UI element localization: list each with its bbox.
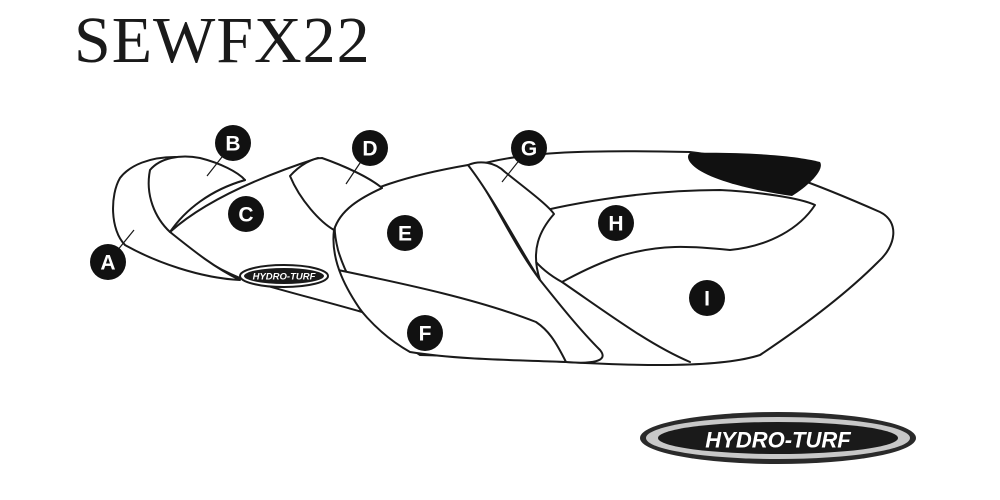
label-badge-b: B xyxy=(215,125,251,161)
svg-text:A: A xyxy=(100,252,115,275)
label-badge-f: F xyxy=(407,315,443,351)
svg-text:C: C xyxy=(238,204,253,227)
page-title: SEWFX22 xyxy=(74,4,371,77)
label-badge-g: G xyxy=(511,130,547,166)
label-badge-c: C xyxy=(228,196,264,232)
brand-logo: HYDRO-TURF xyxy=(640,412,916,464)
label-badge-a: A xyxy=(90,244,126,280)
svg-text:B: B xyxy=(225,133,240,156)
svg-text:I: I xyxy=(704,288,710,311)
svg-text:H: H xyxy=(608,213,623,236)
panel-g xyxy=(467,161,555,281)
label-badge-h: H xyxy=(598,205,634,241)
panel-b xyxy=(147,155,246,233)
seat-logo-text: HYDRO-TURF xyxy=(253,272,316,283)
panel-f xyxy=(337,269,567,363)
seam-i xyxy=(561,281,691,363)
grab-strap xyxy=(688,152,821,196)
svg-text:E: E xyxy=(398,223,412,246)
brand-logo-text: HYDRO-TURF xyxy=(705,428,851,453)
panel-d xyxy=(289,157,383,231)
svg-text:D: D xyxy=(362,138,377,161)
label-badge-e: E xyxy=(387,215,423,251)
seat-logo: HYDRO-TURF xyxy=(239,264,329,288)
label-badge-i: I xyxy=(689,280,725,316)
label-badge-d: D xyxy=(352,130,388,166)
svg-text:G: G xyxy=(521,138,537,161)
svg-text:F: F xyxy=(419,323,432,346)
